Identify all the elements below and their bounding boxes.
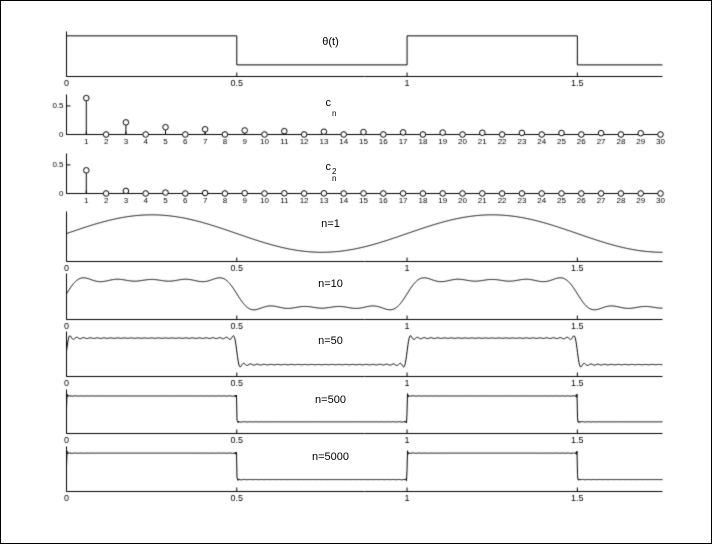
plot-title-n1: n=1 [321, 219, 341, 238]
panel-n1: n=1 [36, 211, 684, 279]
panel-theta: θ(t) [36, 31, 684, 94]
plot-canvas-n50 [36, 331, 684, 394]
plot-canvas-cn [36, 94, 684, 152]
plot-title-subsup: n [332, 103, 337, 118]
panel-n50: n=50 [36, 331, 684, 394]
plot-title-base: n=50 [318, 335, 343, 347]
plot-canvas-n10 [36, 273, 684, 337]
plot-title-theta: θ(t) [322, 37, 340, 56]
plot-title-sub: n [332, 109, 337, 118]
panel-n5000: n=5000 [36, 446, 684, 509]
panel-n10: n=10 [36, 273, 684, 337]
plot-canvas-theta [36, 31, 684, 94]
plot-title-n50: n=50 [318, 336, 344, 355]
panel-n500: n=500 [36, 389, 684, 451]
plot-title-n500: n=500 [315, 395, 347, 414]
plot-canvas-n1 [36, 211, 684, 279]
plot-title-base: n=1 [321, 218, 340, 230]
plot-canvas-n5000 [36, 446, 684, 509]
plot-title-sup: 2 [332, 167, 337, 176]
plot-canvas-n500 [36, 389, 684, 451]
plot-title-n5000: n=5000 [312, 452, 350, 471]
plot-canvas-cn-squared [36, 153, 684, 211]
plot-title-base: c [325, 97, 332, 109]
plot-title-base: n=5000 [311, 451, 350, 463]
plot-title-n10: n=10 [318, 279, 344, 298]
plot-title-base: θ(t) [322, 36, 339, 48]
plot-title-base: n=500 [315, 394, 346, 406]
plot-title-sub: n [332, 174, 337, 183]
plot-title-base: n=10 [318, 278, 343, 290]
plot-title-base: c [325, 161, 332, 173]
